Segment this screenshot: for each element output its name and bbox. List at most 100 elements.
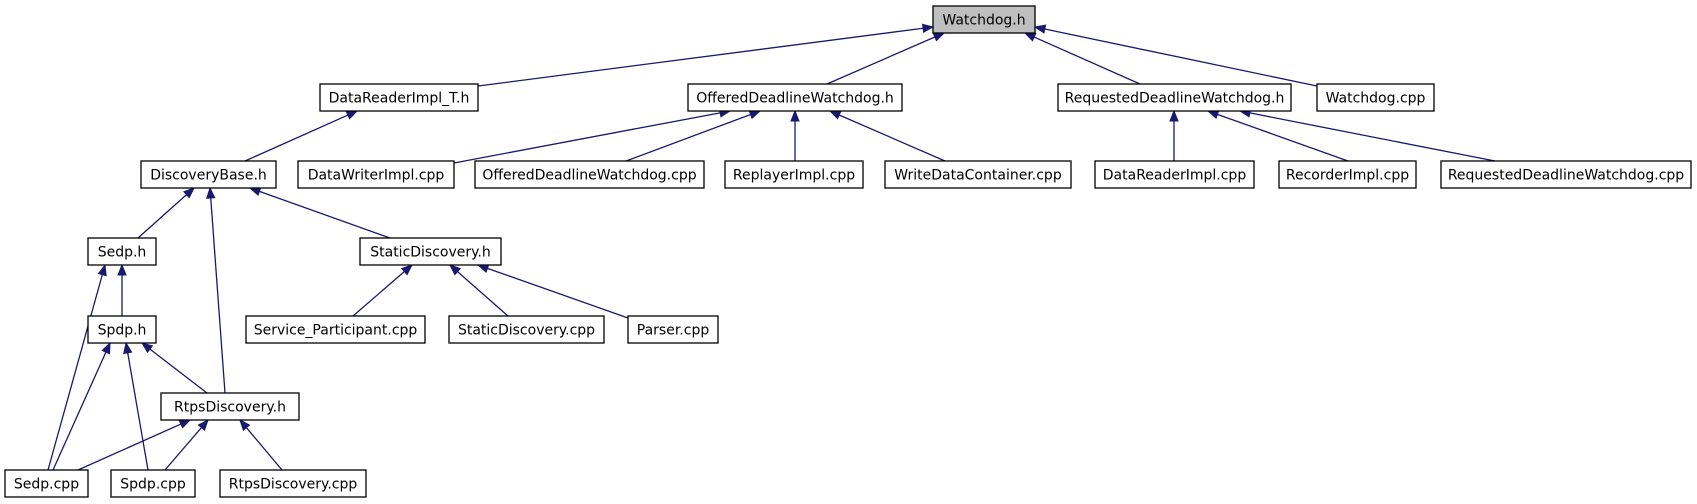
edge-spdp-cpp-to-rtpsdiscovery-h [164, 418, 209, 471]
edge-line [487, 267, 629, 319]
node-box[interactable] [87, 315, 157, 344]
node-box[interactable] [932, 5, 1036, 34]
arrowhead-icon [206, 186, 216, 199]
node-label: RequestedDeadlineWatchdog.cpp [1448, 168, 1684, 184]
node-parser-cpp[interactable]: Parser.cpp [627, 315, 719, 344]
arrowhead-icon [140, 342, 154, 354]
node-rtpsdiscovery-cpp[interactable]: RtpsDiscovery.cpp [219, 469, 367, 498]
node-box[interactable] [724, 160, 864, 189]
node-datareaderimpl-cpp[interactable]: DataReaderImpl.cpp [1094, 160, 1255, 189]
node-writedatacontainer-cpp[interactable]: WriteDataContainer.cpp [884, 160, 1072, 189]
node-requesteddeadlinewatchdog-h[interactable]: RequestedDeadlineWatchdog.h [1057, 83, 1292, 112]
node-offereddeadlinewatchdog-cpp[interactable]: OfferedDeadlineWatchdog.cpp [474, 160, 705, 189]
node-staticdiscovery-cpp[interactable]: StaticDiscovery.cpp [448, 315, 605, 344]
edge-discoverybase-h-to-datareaderimpl-t-h [244, 110, 359, 162]
arrowhead-icon [101, 341, 111, 355]
edge-requesteddeadlinewatchdog-h-to-watchdog-h [1023, 32, 1141, 85]
edge-line [244, 114, 349, 162]
node-box[interactable] [297, 160, 455, 189]
node-box[interactable] [474, 160, 705, 189]
node-box[interactable] [319, 83, 479, 112]
node-box[interactable] [1094, 160, 1255, 189]
node-label: Spdp.h [98, 323, 147, 339]
edge-line [1217, 113, 1349, 162]
node-box[interactable] [1440, 160, 1692, 189]
node-box[interactable] [448, 315, 605, 344]
edge-writedatacontainer-cpp-to-offereddeadlinewatchdog-h [828, 110, 946, 162]
edge-line [245, 427, 283, 471]
node-box[interactable] [627, 315, 719, 344]
arrowhead-icon [476, 264, 490, 273]
edge-requesteddeadlinewatchdog-cpp-to-requesteddeadlinewatchdog-h [1238, 108, 1496, 162]
node-discoverybase-h[interactable]: DiscoveryBase.h [140, 160, 277, 189]
arrowhead-icon [400, 264, 414, 276]
node-recorderimpl-cpp[interactable]: RecorderImpl.cpp [1278, 160, 1417, 189]
node-box[interactable] [87, 237, 157, 266]
arrowhead-icon [1169, 109, 1179, 122]
edge-line [457, 271, 509, 317]
node-box[interactable] [110, 469, 196, 498]
node-label: Service_Participant.cpp [254, 323, 418, 339]
arrowhead-icon [197, 418, 209, 432]
arrowhead-icon [748, 110, 762, 120]
node-label: RtpsDiscovery.cpp [229, 477, 358, 493]
node-label: Watchdog.cpp [1326, 91, 1426, 107]
node-watchdog-h[interactable]: Watchdog.h [932, 5, 1036, 34]
node-sedp-cpp[interactable]: Sedp.cpp [4, 469, 89, 498]
edge-replayerimpl-cpp-to-offereddeadlinewatchdog-h [790, 109, 800, 161]
node-service-participant-cpp[interactable]: Service_Participant.cpp [245, 315, 426, 344]
node-spdp-cpp[interactable]: Spdp.cpp [110, 469, 196, 498]
node-spdp-h[interactable]: Spdp.h [87, 315, 157, 344]
edge-staticdiscovery-cpp-to-staticdiscovery-h [448, 264, 509, 317]
node-label: DataWriterImpl.cpp [308, 168, 445, 184]
edge-line [1033, 36, 1141, 85]
node-watchdog-cpp[interactable]: Watchdog.cpp [1316, 83, 1435, 112]
arrowhead-icon [183, 187, 196, 199]
node-staticdiscovery-h[interactable]: StaticDiscovery.h [359, 237, 502, 266]
node-replayerimpl-cpp[interactable]: ReplayerImpl.cpp [724, 160, 864, 189]
edge-line [259, 190, 391, 239]
edge-line [477, 27, 924, 87]
node-label: Sedp.cpp [14, 477, 79, 493]
arrowhead-icon [1023, 32, 1037, 42]
edge-rtpsdiscovery-cpp-to-rtpsdiscovery-h [239, 418, 283, 471]
edge-staticdiscovery-h-to-discoverybase-h [248, 187, 391, 239]
edge-line [352, 271, 405, 317]
node-offereddeadlinewatchdog-h[interactable]: OfferedDeadlineWatchdog.h [687, 83, 903, 112]
node-rtpsdiscovery-h[interactable]: RtpsDiscovery.h [160, 392, 300, 421]
node-label: DataReaderImpl.cpp [1103, 168, 1247, 184]
node-label: Parser.cpp [637, 323, 710, 339]
arrowhead-icon [1033, 24, 1047, 34]
node-box[interactable] [160, 392, 300, 421]
arrowhead-icon [117, 263, 127, 276]
node-datareaderimpl-t-h[interactable]: DataReaderImpl_T.h [319, 83, 479, 112]
edge-rtpsdiscovery-h-to-spdp-h [140, 342, 208, 394]
node-box[interactable] [1057, 83, 1292, 112]
edge-line [127, 352, 149, 471]
node-requesteddeadlinewatchdog-cpp[interactable]: RequestedDeadlineWatchdog.cpp [1440, 160, 1692, 189]
arrowhead-icon [448, 264, 462, 276]
node-box[interactable] [4, 469, 89, 498]
edge-rtpsdiscovery-h-to-discoverybase-h [206, 186, 226, 394]
node-datawriterimpl-cpp[interactable]: DataWriterImpl.cpp [297, 160, 455, 189]
arrowhead-icon [921, 23, 935, 34]
node-box[interactable] [245, 315, 426, 344]
node-box[interactable] [140, 160, 277, 189]
node-box[interactable] [219, 469, 367, 498]
edge-line [826, 36, 936, 85]
node-box[interactable] [359, 237, 502, 266]
edge-datawriterimpl-cpp-to-offereddeadlinewatchdog-h [453, 108, 732, 164]
edge-parser-cpp-to-staticdiscovery-h [476, 264, 629, 319]
node-box[interactable] [1316, 83, 1435, 112]
node-box[interactable] [687, 83, 903, 112]
arrowhead-icon [178, 419, 192, 429]
node-label: Watchdog.h [942, 13, 1025, 29]
node-box[interactable] [884, 160, 1072, 189]
edge-sedp-cpp-to-rtpsdiscovery-h [77, 419, 192, 471]
node-box[interactable] [1278, 160, 1417, 189]
arrowhead-icon [790, 109, 800, 122]
node-label: Spdp.cpp [120, 477, 186, 493]
node-sedp-h[interactable]: Sedp.h [87, 237, 157, 266]
